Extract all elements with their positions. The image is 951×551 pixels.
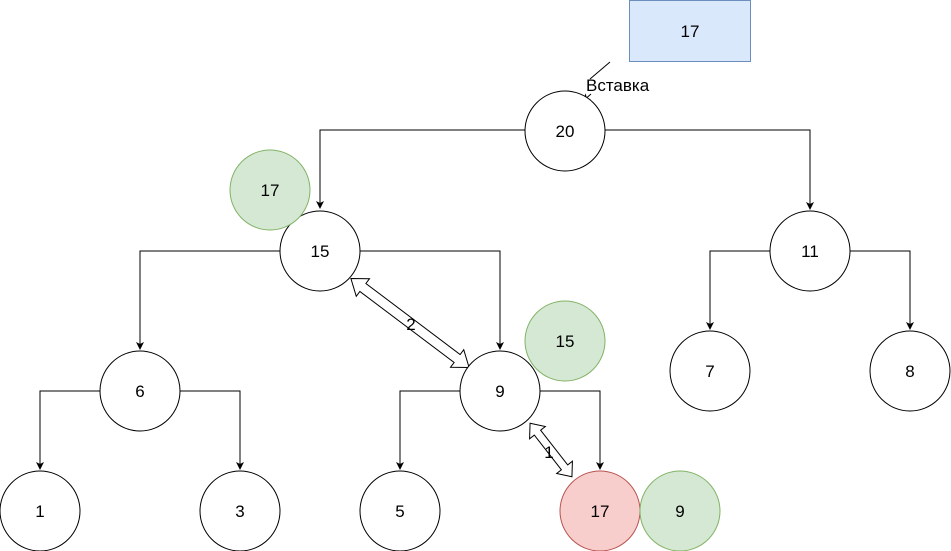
node-right-right-label: 8	[905, 362, 914, 381]
swap-step-label-1: 1	[544, 443, 553, 462]
node-right-right	[869, 330, 951, 412]
swap-result-left	[229, 149, 311, 231]
swap-result-left-label: 17	[261, 181, 280, 200]
node-left-right	[459, 350, 541, 432]
swap-arrow-1	[529, 422, 573, 478]
swap-result-inserted	[639, 470, 721, 551]
node-root-label: 20	[556, 122, 575, 141]
insert-box	[629, 0, 751, 62]
swap-result-left-right-label: 15	[556, 332, 575, 351]
edge-left-leftright	[360, 250, 504, 350]
edge-right-rightright	[850, 250, 914, 330]
node-right	[769, 210, 851, 292]
swap-result-left-right	[524, 300, 606, 382]
node-left-label: 15	[311, 242, 330, 261]
edge-nine-inserted	[540, 390, 604, 470]
node-leaf-3-label: 3	[235, 502, 244, 521]
node-left-right-label: 9	[495, 382, 504, 401]
node-left	[279, 210, 361, 292]
node-left-left-label: 6	[135, 382, 144, 401]
node-root	[524, 90, 606, 172]
swap-step-label-2: 2	[406, 315, 415, 334]
insert-caption: Вставка	[586, 76, 650, 95]
edge-six-one	[36, 390, 100, 470]
node-leaf-5	[359, 470, 441, 551]
edge-root-right	[605, 129, 814, 210]
node-leaf-3	[199, 470, 281, 551]
insert-box-label: 17	[681, 22, 700, 41]
node-leaf-1-label: 1	[35, 502, 44, 521]
edge-left-leftleft	[136, 250, 280, 350]
node-right-left	[669, 330, 751, 412]
node-right-left-label: 7	[705, 362, 714, 381]
insert-connector	[589, 61, 611, 80]
node-leaf-5-label: 5	[395, 502, 404, 521]
node-inserted-label: 17	[591, 502, 610, 521]
edge-right-rightleft	[706, 250, 770, 330]
node-left-left	[99, 350, 181, 432]
node-leaf-1	[0, 470, 81, 551]
node-right-label: 11	[801, 242, 819, 261]
swap-result-inserted-label: 9	[675, 502, 684, 521]
edge-root-left	[316, 129, 525, 209]
edge-six-three	[180, 390, 244, 470]
edge-nine-five	[396, 390, 460, 470]
